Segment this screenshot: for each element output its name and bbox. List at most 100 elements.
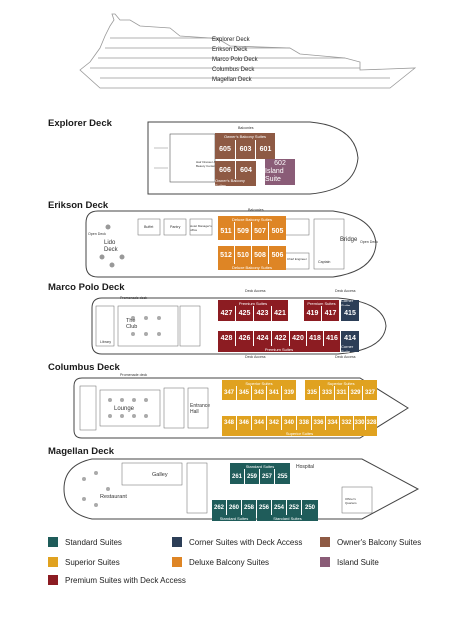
magellan-galley-label: Galley: [152, 472, 168, 478]
marco-deck-access-bottom-2: Deck Access: [335, 355, 356, 359]
magellan-hospital-label: Hospital: [296, 464, 315, 470]
cabin-260: 260: [227, 500, 242, 515]
cabin-327: 327: [363, 386, 377, 400]
legend-swatch-superior: [48, 557, 58, 567]
magellan-standard-band-bottom-2: Standard Suites: [257, 515, 318, 521]
legend-label-owners: Owner's Balcony Suites: [337, 537, 422, 547]
erikson-lido-deck-label: Lido Deck: [104, 240, 118, 253]
cabin-329: 329: [349, 386, 363, 400]
legend-label-island: Island Suite: [337, 557, 379, 567]
legend-label-standard: Standard Suites: [65, 537, 122, 547]
erikson-deluxe-band-bottom: Deluxe Balcony Suites: [218, 264, 286, 270]
cabin-348: 348: [222, 416, 237, 430]
cabin-414: 414: [341, 331, 359, 346]
cabin-509: 509: [235, 222, 252, 240]
columbus-deck-title: Columbus Deck: [48, 362, 120, 373]
cabin-262: 262: [212, 500, 227, 515]
cabin-332: 332: [340, 416, 354, 430]
erikson-room-open-deck-1: Open Deck: [88, 232, 106, 236]
explorer-owners-band-top: Owner's Balcony Suites: [215, 133, 275, 140]
marco-deck-access-top-2: Deck Access: [335, 289, 356, 293]
cabin-347: 347: [222, 386, 237, 400]
cabin-328: 328: [366, 416, 377, 430]
cabin-418: 418: [307, 331, 324, 346]
explorer-balconies-label: Balconies: [238, 126, 254, 130]
erikson-bridge-label: Bridge: [340, 237, 358, 243]
legend-label-deluxe: Deluxe Balcony Suites: [189, 557, 270, 567]
cabin-338: 338: [297, 416, 312, 430]
cabin-420: 420: [290, 331, 307, 346]
erikson-room-chief-engineer: Chief Engineer: [287, 257, 307, 261]
marco-promenade-label: Promenade deck: [120, 296, 148, 300]
marco-polo-deck-title: Marco Polo Deck: [48, 282, 125, 293]
legend-premium-suites: Premium Suites with Deck Access: [48, 575, 186, 585]
legend-swatch-deluxe: [172, 557, 182, 567]
profile-label-columbus: Columbus Deck: [212, 67, 255, 73]
cabin-331: 331: [335, 386, 349, 400]
cabin-605: 605: [215, 140, 236, 159]
cabin-343: 343: [252, 386, 267, 400]
magellan-deck-title: Magellan Deck: [48, 446, 114, 457]
cabin-339: 339: [282, 386, 296, 400]
magellan-standard-band-top: Standard Suites: [230, 463, 290, 469]
cabin-510: 510: [235, 246, 252, 264]
cabin-416: 416: [324, 331, 340, 346]
profile-label-magellan: Magellan Deck: [212, 77, 252, 83]
cabin-606: 606: [215, 161, 236, 179]
cabin-417: 417: [322, 306, 339, 321]
magellan-restaurant-label: Restaurant: [100, 494, 127, 500]
cabin-508: 508: [252, 246, 269, 264]
cabin-259: 259: [245, 469, 260, 484]
marco-corner-band-top: Corner Suite: [341, 298, 359, 308]
magellan-deck-outline: [63, 458, 420, 520]
cabin-341: 341: [267, 386, 282, 400]
cabin-425: 425: [236, 306, 254, 321]
cabin-346: 346: [237, 416, 252, 430]
erikson-room-open-deck-2: Open Deck: [360, 240, 378, 244]
cabin-602-island-suite: 602 Island Suite: [265, 159, 295, 185]
cabin-426: 426: [236, 331, 254, 346]
island-suite-number: 602: [274, 160, 286, 167]
legend-superior-suites: Superior Suites: [48, 557, 120, 567]
cabin-427: 427: [218, 306, 236, 321]
cabin-419: 419: [304, 306, 322, 321]
columbus-lounge-label: Lounge: [114, 406, 135, 412]
erikson-deck-title: Erikson Deck: [48, 200, 109, 211]
marco-library-label: Library: [100, 340, 111, 344]
explorer-hair-dresser-label: Hair Dresser & Beauty Center: [196, 160, 216, 168]
cabin-512: 512: [218, 246, 235, 264]
cabin-421: 421: [272, 306, 288, 321]
legend-deluxe-balcony-suites: Deluxe Balcony Suites: [172, 557, 269, 567]
profile-label-marco-polo: Marco Polo Deck: [212, 57, 258, 63]
cabin-506: 506: [269, 246, 286, 264]
legend-corner-suites: Corner Suites with Deck Access: [172, 537, 302, 547]
cabin-422: 422: [272, 331, 290, 346]
legend-swatch-island: [320, 557, 330, 567]
columbus-entrance-hall-label: Entrance Hall: [190, 403, 211, 415]
legend-label-premium: Premium Suites with Deck Access: [65, 575, 186, 585]
cabin-342: 342: [267, 416, 282, 430]
legend-label-corner: Corner Suites with Deck Access: [189, 537, 303, 547]
cabin-336: 336: [312, 416, 326, 430]
marco-club-label: The Club: [126, 318, 138, 330]
cabin-256: 256: [257, 500, 272, 515]
marco-premium-band-bottom: Premium Suites: [218, 346, 340, 352]
legend-owners-balcony-suites: Owner's Balcony Suites: [320, 537, 421, 547]
cabin-250: 250: [302, 500, 318, 515]
cabin-424: 424: [254, 331, 272, 346]
explorer-deck-title: Explorer Deck: [48, 118, 112, 129]
cabin-507: 507: [252, 222, 269, 240]
legend-label-superior: Superior Suites: [65, 557, 120, 567]
erikson-room-buffet: Buffet: [144, 225, 154, 229]
cabin-415: 415: [341, 306, 359, 321]
erikson-deluxe-band-top: Deluxe Balcony Suites: [218, 216, 286, 222]
columbus-superior-band-top: Superior Suites: [222, 380, 296, 386]
cabin-345: 345: [237, 386, 252, 400]
legend-swatch-premium: [48, 575, 58, 585]
cabin-603: 603: [236, 140, 256, 159]
cabin-333: 333: [320, 386, 335, 400]
cabin-334: 334: [326, 416, 340, 430]
legend-swatch-standard: [48, 537, 58, 547]
cabin-255: 255: [275, 469, 290, 484]
cabin-257: 257: [260, 469, 275, 484]
